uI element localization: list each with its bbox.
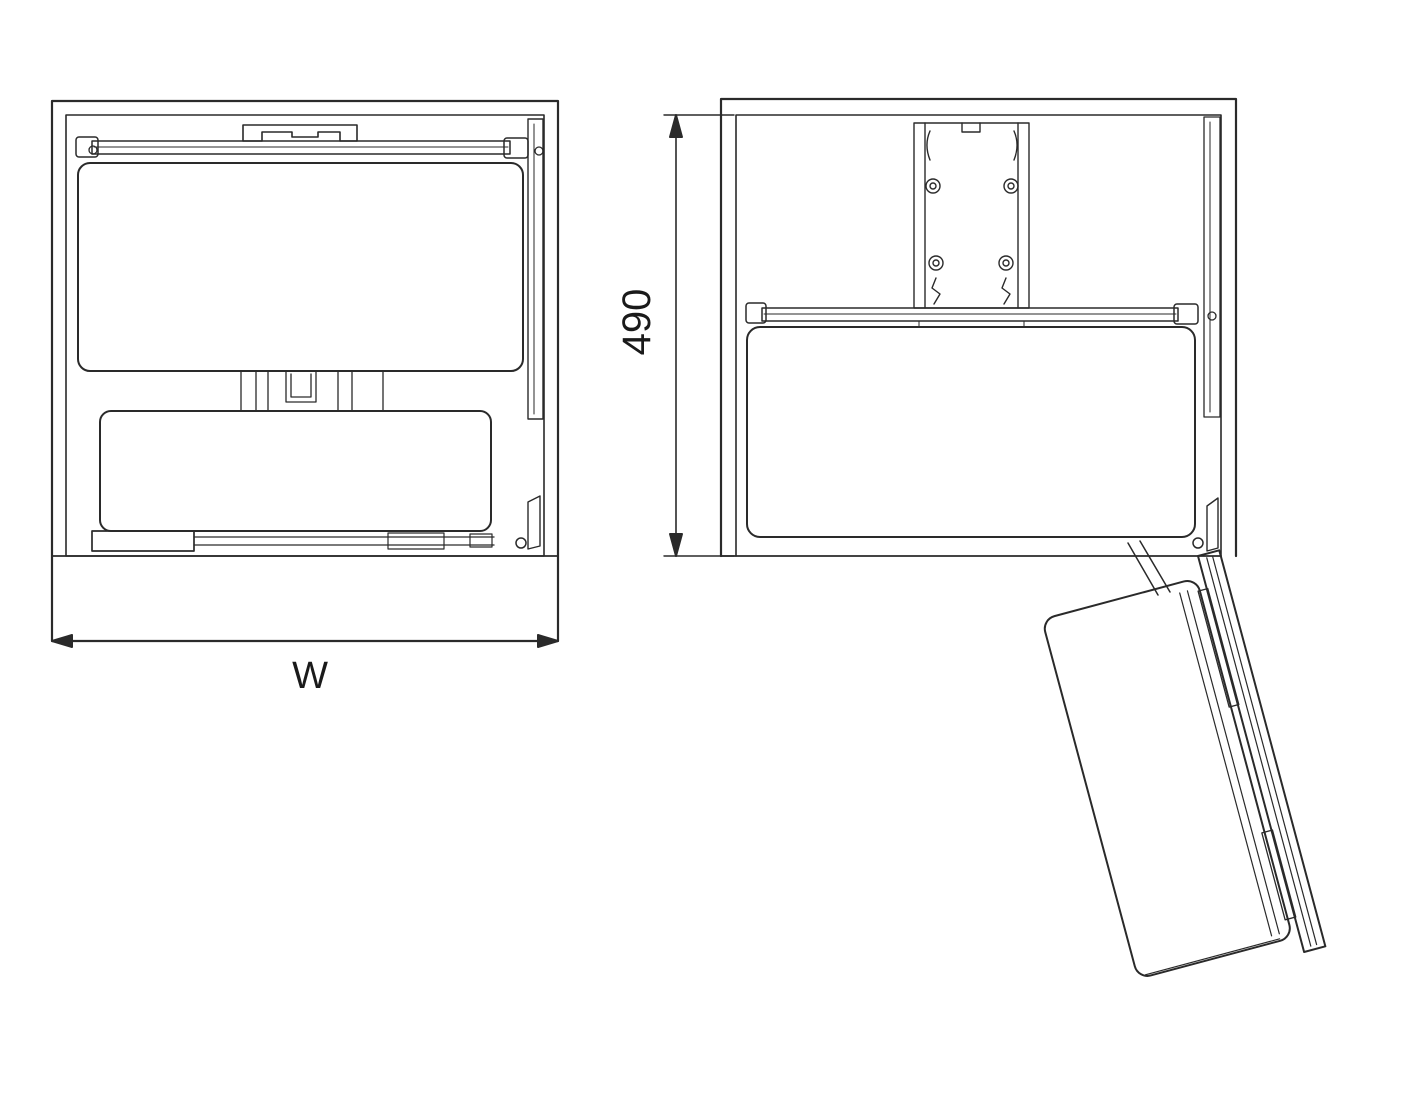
side-view-pivot [1192,537,1204,549]
mounting-plate [913,122,1030,309]
width-label: W [292,655,328,697]
upper-shelf [77,162,524,372]
rod-clip-right [503,137,529,159]
lower-shelf [99,410,492,532]
height-dimension [663,114,735,557]
open-shelf-tray [1043,580,1291,977]
top-bracket [242,124,358,142]
linkage-arm [1127,540,1171,596]
rod-pin-left [88,145,98,155]
bottom-hinge [527,495,541,550]
side-view-rod [761,307,1179,322]
side-cabinet-inner [735,114,1222,557]
width-dimension [51,634,559,648]
bottom-rail [91,530,195,552]
open-flap-door [1196,549,1327,954]
side-view-open [663,97,1327,977]
cabinet-inner-frame [65,114,545,557]
front-view-closed [50,99,560,648]
bottom-pivot [515,537,527,549]
rod-pin-right [534,146,544,156]
height-label: 490 [615,289,659,356]
top-rod [91,140,511,155]
lift-mechanism [240,370,384,412]
side-rail [527,118,544,420]
side-view-rail [1203,116,1221,418]
side-cabinet-outer [719,97,1238,558]
rod-clip-left [75,136,99,158]
side-view-shelf [746,326,1196,538]
